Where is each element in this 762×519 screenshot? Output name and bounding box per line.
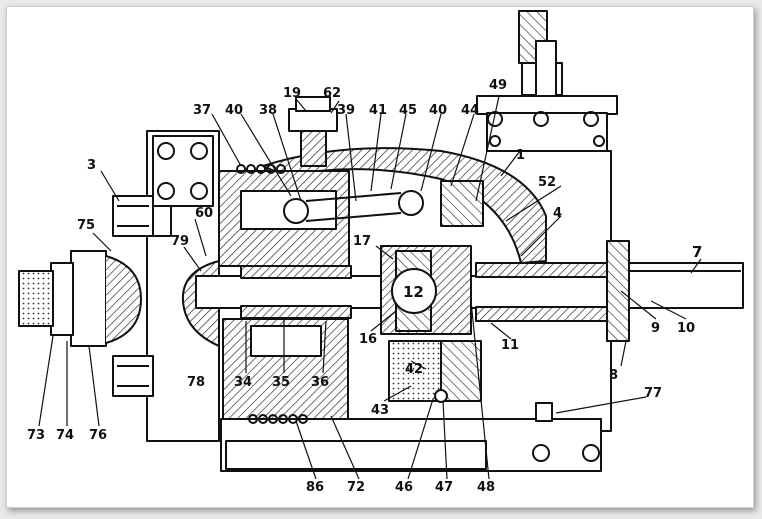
pump-cross-section-drawing: 3 7 1 4 8 9 10 11 12 16 17 19 34 35 36 3…: [18, 10, 744, 495]
callout-75: 75: [77, 218, 95, 233]
callout-4: 4: [553, 206, 562, 221]
callout-43: 43: [371, 403, 389, 418]
callout-1: 1: [516, 148, 525, 163]
callout-52: 52: [538, 175, 556, 190]
callout-16: 16: [359, 332, 377, 347]
callout-72: 72: [347, 480, 365, 495]
callout-19: 19: [283, 86, 301, 101]
callout-47: 47: [435, 480, 453, 495]
callout-79: 79: [171, 234, 189, 249]
connecting-rod: [283, 190, 424, 224]
callout-3: 3: [87, 158, 96, 173]
left-fitting: [112, 195, 154, 237]
callout-40-left: 40: [225, 103, 243, 118]
callout-34: 34: [234, 375, 252, 390]
callout-40-right: 40: [429, 103, 447, 118]
callout-39: 39: [337, 103, 355, 118]
callout-86: 86: [306, 480, 324, 495]
top-cap-screw: [288, 96, 338, 167]
callout-11: 11: [501, 338, 519, 353]
callout-12: 12: [403, 283, 424, 301]
callout-48: 48: [477, 480, 495, 495]
top-flange: [476, 95, 618, 154]
callout-45: 45: [399, 103, 417, 118]
callout-74: 74: [56, 428, 74, 443]
callout-38: 38: [259, 103, 277, 118]
callout-37: 37: [193, 103, 211, 118]
drawing-frame: 3 7 1 4 8 9 10 11 12 16 17 19 34 35 36 3…: [6, 6, 754, 508]
lower-left-fitting: [112, 355, 154, 397]
callout-62: 62: [323, 86, 341, 101]
leader-lines: [38, 95, 702, 480]
callout-labels: 3 7 1 4 8 9 10 11 12 16 17 19 34 35 36 3…: [27, 78, 702, 495]
spring-coils: [248, 414, 308, 424]
callout-77: 77: [644, 386, 662, 401]
callout-44: 44: [461, 103, 479, 118]
callout-73: 73: [27, 428, 45, 443]
top-spline-shaft: [518, 10, 563, 97]
callout-36: 36: [311, 375, 329, 390]
callout-46: 46: [395, 480, 413, 495]
left-coupling: [18, 250, 142, 347]
callout-76: 76: [89, 428, 107, 443]
callout-9: 9: [651, 321, 660, 336]
callout-17: 17: [353, 234, 371, 249]
callout-10: 10: [677, 321, 695, 336]
callout-78: 78: [187, 375, 205, 390]
callout-41: 41: [369, 103, 387, 118]
callout-42: 42: [405, 362, 423, 377]
callout-7: 7: [692, 243, 702, 261]
callout-49: 49: [489, 78, 507, 93]
callout-60: 60: [195, 206, 213, 221]
callout-8: 8: [609, 368, 618, 383]
callout-35: 35: [272, 375, 290, 390]
universal-joint: [380, 245, 472, 335]
